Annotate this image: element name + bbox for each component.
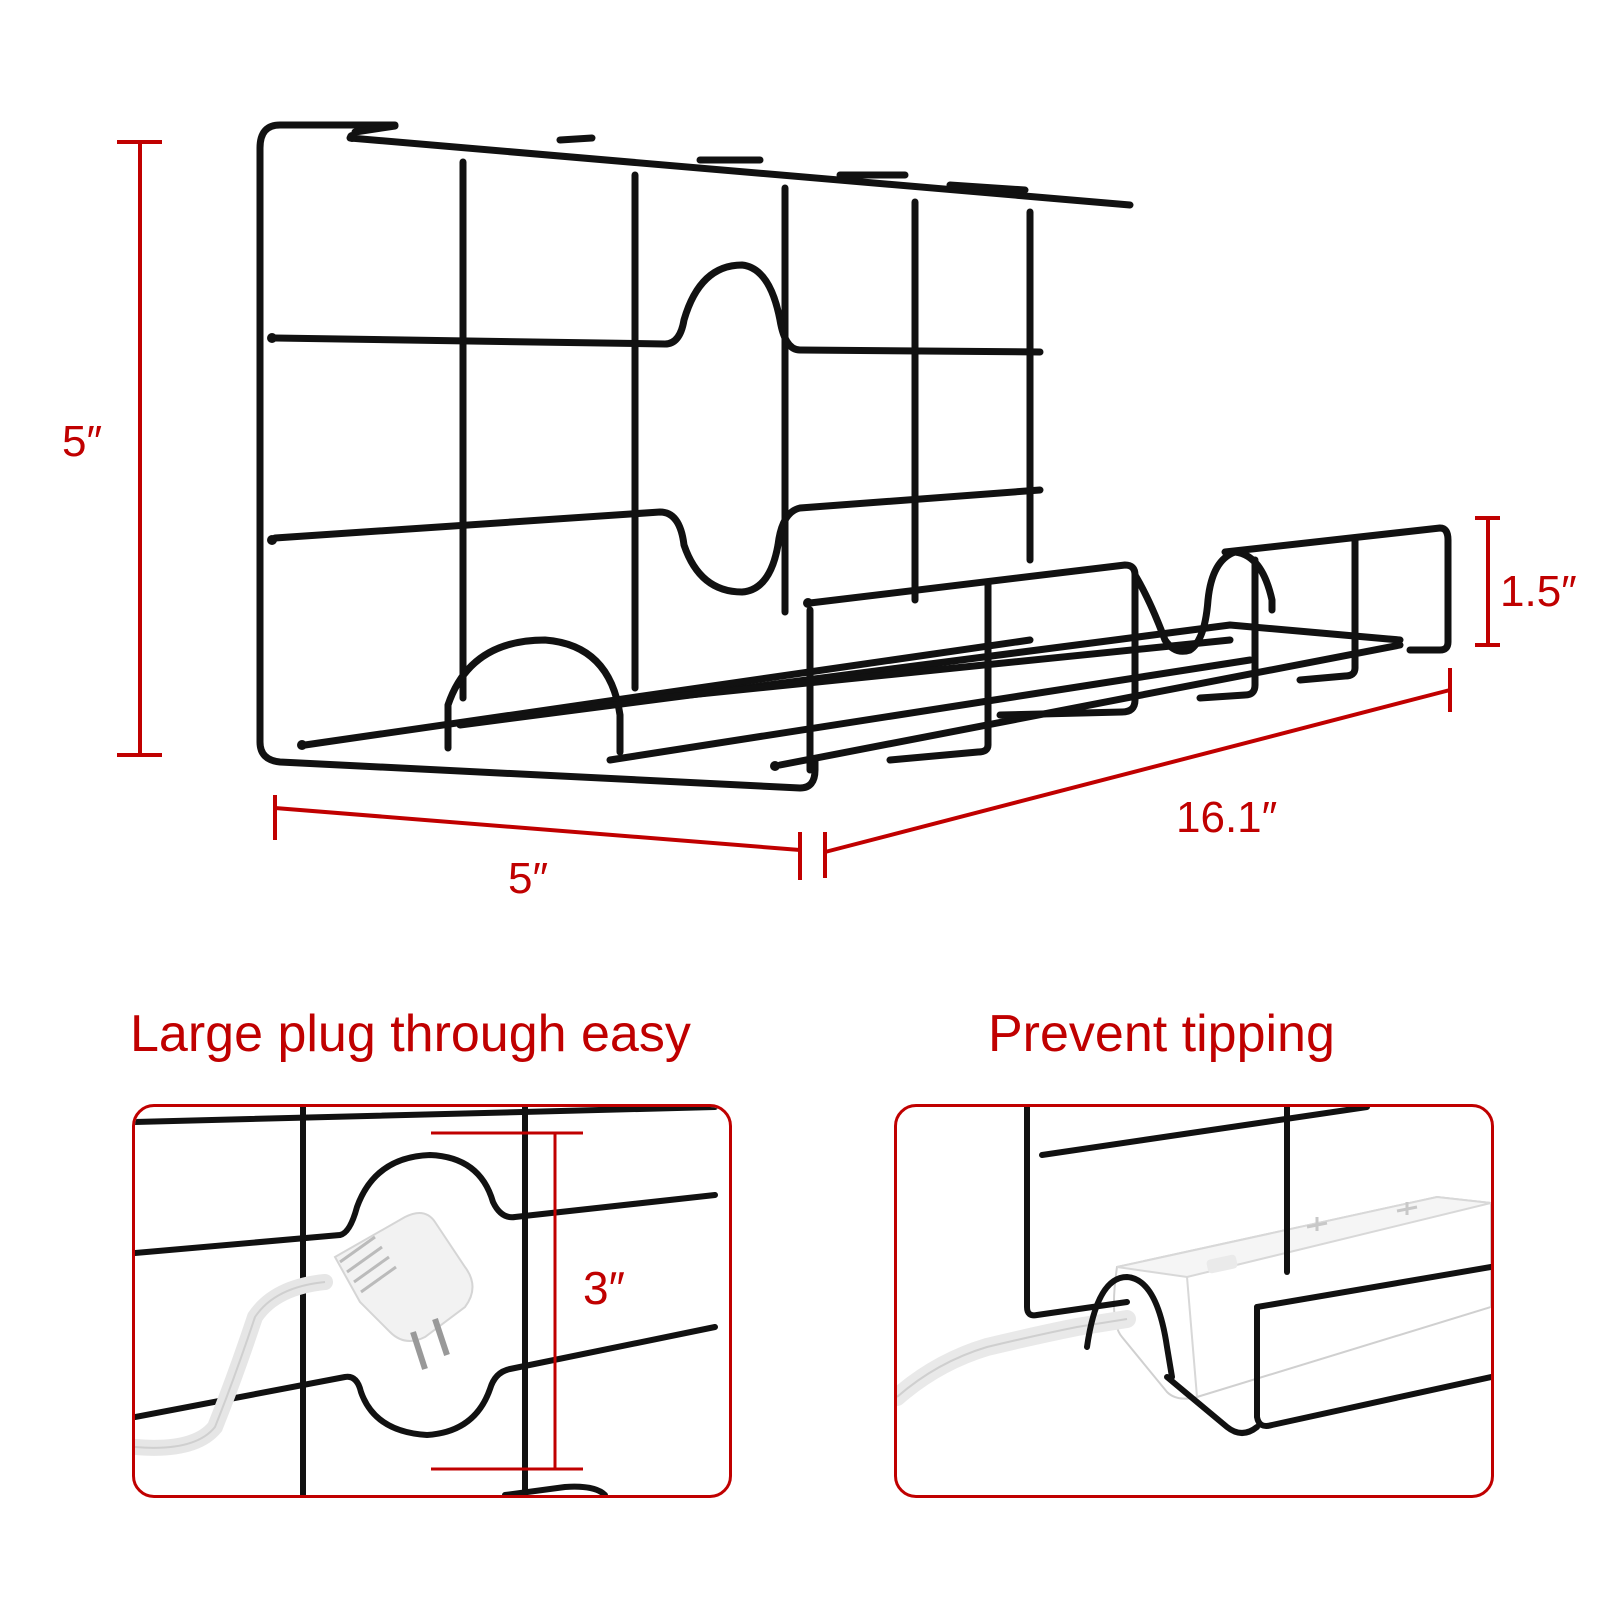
wire-end-caps (267, 132, 813, 771)
tipping-caption: Prevent tipping (988, 1005, 1335, 1063)
wire-tray-drawing (256, 121, 1452, 792)
cable (135, 1274, 333, 1456)
hole-dimension-label: 3″ (583, 1262, 625, 1314)
plug (333, 1212, 474, 1370)
length-dimension-line (824, 688, 1451, 854)
depth-dimension-label: 5″ (508, 854, 549, 903)
dimension-lines (117, 140, 1500, 880)
height-dimension-label: 5″ (62, 417, 103, 466)
cable-tray-illustration (117, 121, 1500, 880)
tipping-detail-panel (894, 1104, 1494, 1498)
depth-dimension-line (274, 806, 801, 852)
plug-caption: Large plug through easy (130, 1005, 691, 1063)
length-dimension-label: 16.1″ (1176, 793, 1278, 842)
plug-detail-panel: 3″ (132, 1104, 732, 1498)
tipping-detail-drawing (897, 1107, 1491, 1436)
tray-height-dimension-label: 1.5″ (1500, 567, 1577, 616)
plug-detail-drawing (135, 1107, 718, 1495)
